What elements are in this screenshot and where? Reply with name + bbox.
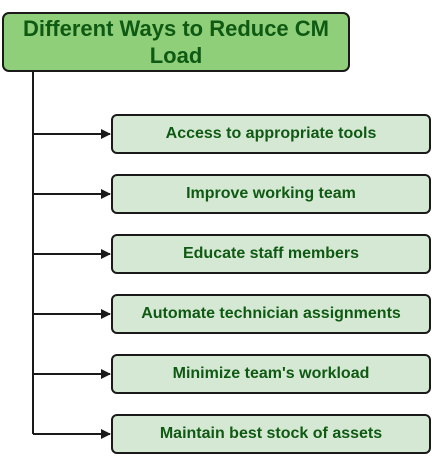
item-box-maintain-stock: Maintain best stock of assets [111, 414, 431, 454]
item-label: Improve working team [186, 185, 356, 202]
item-box-automate-assignments: Automate technician assignments [111, 294, 431, 334]
item-label: Minimize team's workload [172, 365, 370, 382]
diagram-title: Different Ways to Reduce CM Load [2, 12, 350, 72]
item-label: Automate technician assignments [141, 305, 401, 322]
item-box-educate-staff: Educate staff members [111, 234, 431, 274]
diagram-title-text: Different Ways to Reduce CM Load [22, 16, 329, 68]
item-label: Maintain best stock of assets [159, 425, 383, 442]
item-box-improve-team: Improve working team [111, 174, 431, 214]
item-box-access-tools: Access to appropriate tools [111, 114, 431, 154]
item-label: Access to appropriate tools [165, 125, 377, 142]
item-box-minimize-workload: Minimize team's workload [111, 354, 431, 394]
item-label: Educate staff members [182, 245, 360, 262]
